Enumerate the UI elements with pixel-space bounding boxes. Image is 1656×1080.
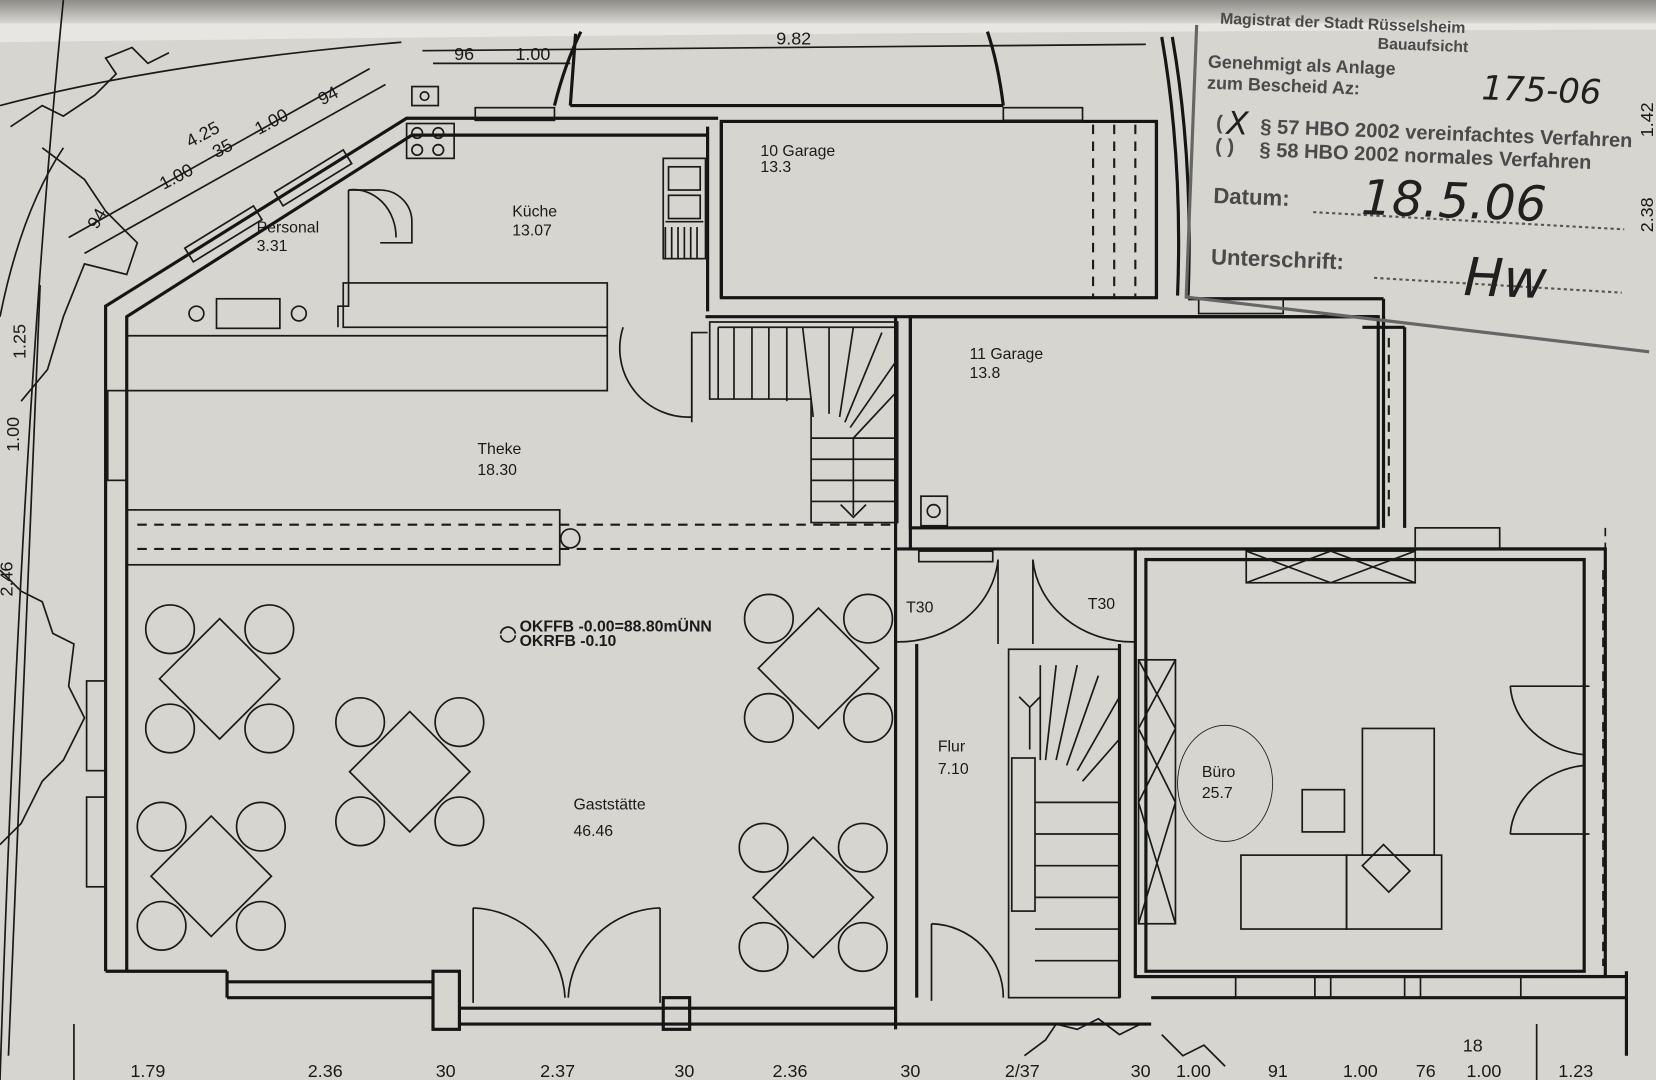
dim-bottom: 2/37 (1005, 1061, 1040, 1080)
okrfb-label: OKRFB -0.10 (520, 633, 617, 650)
chair (244, 703, 295, 754)
chair (743, 692, 794, 744)
chair (837, 822, 888, 873)
room-kueche-area: 13.07 (512, 222, 552, 239)
chair (335, 796, 386, 847)
chair (144, 604, 196, 655)
dim-bottom-extra: 18 (1463, 1035, 1483, 1055)
room-gaststaette-name: Gaststätte (573, 797, 645, 814)
doors (348, 188, 1590, 1003)
stamp-date-value: 18.5.06 (1360, 170, 1547, 233)
door-t30-left: T30 (906, 599, 933, 616)
staircase-upper (708, 321, 899, 524)
room-theke-name: Theke (477, 441, 521, 458)
stamp-option1-mark: X (1224, 106, 1250, 143)
dim-garage: 9.82 (776, 28, 811, 48)
dim-bottom: 1.00 (1466, 1061, 1501, 1080)
dim-bottom: 30 (900, 1061, 920, 1080)
room-buero-name: Büro (1202, 764, 1236, 781)
chair (235, 801, 286, 852)
dim-bottom: 1.00 (1176, 1061, 1211, 1080)
dining-table (158, 617, 282, 741)
chair (738, 822, 789, 873)
door-t30-right: T30 (1088, 596, 1115, 613)
okffb-label: OKFFB -0.00=88.80mÜNN (520, 616, 712, 635)
shaft (920, 495, 949, 527)
staircase-lower (1007, 648, 1177, 999)
dim-bottom: 30 (436, 1061, 456, 1080)
room-gaststaette-area: 46.46 (573, 823, 613, 840)
chair (842, 593, 894, 644)
chair (434, 796, 485, 847)
garage10-door (1092, 124, 1605, 966)
room-buero-area: 25.7 (1202, 785, 1233, 802)
chair (738, 921, 789, 973)
dim-bottom: 1.79 (130, 1061, 165, 1080)
room-flur-name: Flur (938, 739, 966, 756)
room-personal-area: 3.31 (257, 238, 288, 255)
dining-table (751, 835, 875, 959)
dim-top-b: 1.00 (515, 44, 550, 64)
chair (434, 696, 485, 748)
room-labels: Personal 3.31 Küche 13.07 10 Garage 13.3… (257, 143, 1236, 840)
room-garage11-name: 11 Garage (970, 346, 1044, 363)
dim-top-a: 96 (454, 44, 474, 64)
dim-right-0: 1.42 (1637, 102, 1656, 137)
chair (235, 900, 286, 951)
shaft-symbol (926, 503, 941, 519)
stamp-authority-2: Bauaufsicht (1377, 36, 1469, 56)
room-kueche-name: Küche (512, 203, 557, 220)
room-flur-area: 7.10 (938, 761, 969, 778)
garage-arch (552, 30, 1191, 296)
chair (842, 692, 894, 744)
chair (837, 921, 888, 973)
dim-bottom: 76 (1416, 1061, 1436, 1080)
dim-bottom: 2.36 (308, 1061, 343, 1080)
dim-bottom: 2.37 (540, 1061, 575, 1080)
stamp-signature: Hw (1463, 247, 1549, 311)
office-furniture (1177, 724, 1443, 930)
room-garage11-area: 13.8 (970, 365, 1001, 382)
stamp-bracket-2: ( ) (1215, 135, 1235, 158)
chair (335, 696, 386, 748)
dim-bottom: 1.00 (1343, 1061, 1378, 1080)
room-theke-area: 18.30 (477, 462, 517, 479)
dining-table (348, 710, 472, 834)
chair (244, 604, 295, 655)
stamp-az-value: 175-06 (1481, 68, 1602, 112)
dim-bottom: 1.23 (1558, 1061, 1593, 1080)
windows (85, 106, 1522, 999)
approval-stamp: Magistrat der Stadt Rüsselsheim Bauaufsi… (1184, 11, 1650, 354)
top-shadow (0, 0, 1656, 24)
site-contours (0, 0, 1226, 1080)
counter (125, 509, 898, 566)
chair (136, 801, 187, 852)
dim-left-0: 1.25 (9, 324, 29, 359)
stamp-signature-label: Unterschrift: (1211, 244, 1345, 274)
chair (743, 593, 794, 644)
dining-table (757, 606, 880, 730)
dim-bottom: 30 (674, 1061, 694, 1080)
chair (144, 703, 196, 754)
dining-table (149, 814, 273, 938)
stamp-bracket-1: ( (1216, 112, 1224, 134)
dim-right-1: 2.38 (1637, 197, 1656, 232)
room-personal-name: Personal (257, 219, 319, 236)
dim-bottom: 30 (1131, 1061, 1151, 1080)
room-garage10-area: 13.3 (760, 159, 791, 176)
kitchen-fixtures (126, 85, 708, 423)
dining-tables (136, 593, 894, 973)
dim-left-2: 2.46 (0, 562, 17, 597)
dim-bottom: 2.36 (773, 1061, 808, 1080)
bottom-dimension-labels: 1.79 2.36 30 2.37 30 2.36 30 2/37 30 1.00 91 1.00 76… (130, 1061, 1593, 1080)
dim-bottom: 91 (1268, 1061, 1288, 1080)
level-marker: OKFFB -0.00=88.80mÜNN OKRFB -0.10 (498, 616, 712, 650)
dim-left-1: 1.00 (3, 417, 23, 452)
room-garage10-name: 10 Garage (760, 143, 835, 160)
chair (136, 900, 187, 951)
stamp-date-label: Datum: (1213, 183, 1290, 211)
